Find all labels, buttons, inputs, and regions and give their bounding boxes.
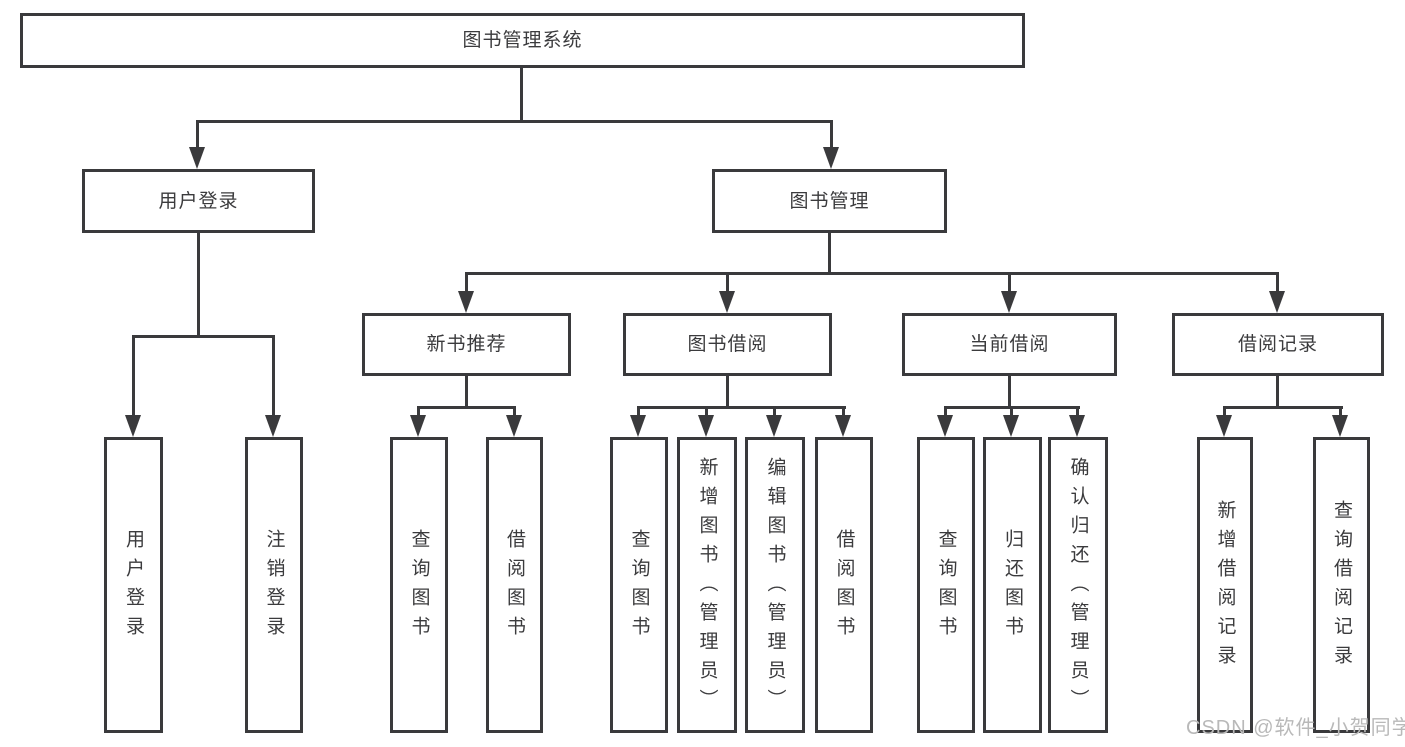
node-current-borrow: 当前借阅 bbox=[902, 313, 1117, 376]
leaf-records-add-record: 新增借阅记录 bbox=[1197, 437, 1253, 733]
connector-drop-book-mgmt bbox=[830, 120, 833, 150]
csdn-watermark: CSDN @软件_小贺同学 bbox=[1186, 717, 1405, 739]
leaf-recommend-borrow-books: 借阅图书 bbox=[486, 437, 543, 733]
arrowhead-book-mgmt-icon bbox=[823, 147, 839, 169]
node-book-management: 图书管理 bbox=[712, 169, 947, 233]
node-user-login: 用户登录 bbox=[82, 169, 315, 233]
connector-user-login-stem bbox=[197, 233, 200, 335]
arrowhead-leaf-user-login-icon bbox=[125, 415, 141, 437]
connector-drop-br-query bbox=[1339, 406, 1342, 419]
connector-root-split bbox=[196, 120, 833, 123]
arrowhead-leaf-logout-icon bbox=[265, 415, 281, 437]
leaf-current-return-books: 归还图书 bbox=[983, 437, 1042, 733]
leaf-borrow-borrow-books: 借阅图书 bbox=[815, 437, 873, 733]
connector-drop-rec-borrow bbox=[513, 406, 516, 419]
arrowhead-rec-query-icon bbox=[410, 415, 426, 437]
connector-borrow-records-split bbox=[1223, 406, 1343, 409]
connector-drop-cb-return bbox=[1010, 406, 1013, 419]
leaf-borrow-query-books: 查询图书 bbox=[610, 437, 668, 733]
connector-drop-cb-query bbox=[944, 406, 947, 419]
connector-root-stem bbox=[520, 68, 523, 120]
leaf-logout: 注销登录 bbox=[245, 437, 303, 733]
connector-user-login-split bbox=[132, 335, 275, 338]
connector-book-borrow-stem bbox=[726, 376, 729, 406]
leaf-current-confirm-return-admin: 确认归还（管理员） bbox=[1048, 437, 1108, 733]
arrowhead-bb-edit-icon bbox=[766, 415, 782, 437]
connector-drop-rec-query bbox=[417, 406, 420, 419]
connector-borrow-records-stem bbox=[1276, 376, 1279, 406]
connector-drop-book-borrow bbox=[726, 272, 729, 294]
arrowhead-cb-query-icon bbox=[937, 415, 953, 437]
connector-new-book-rec-stem bbox=[465, 376, 468, 406]
connector-drop-bb-edit bbox=[773, 406, 776, 419]
leaf-borrow-edit-books-admin: 编辑图书（管理员） bbox=[745, 437, 805, 733]
leaf-recommend-query-books: 查询图书 bbox=[390, 437, 448, 733]
arrowhead-book-borrow-icon bbox=[719, 291, 735, 313]
connector-drop-bb-add bbox=[705, 406, 708, 419]
leaf-user-login: 用户登录 bbox=[104, 437, 163, 733]
leaf-current-query-books: 查询图书 bbox=[917, 437, 975, 733]
connector-new-book-rec-split bbox=[417, 406, 516, 409]
connector-drop-borrow-records bbox=[1276, 272, 1279, 294]
connector-book-mgmt-stem bbox=[828, 233, 831, 272]
connector-drop-leaf-user-login bbox=[132, 335, 135, 417]
connector-drop-bb-borrow bbox=[842, 406, 845, 419]
connector-drop-new-book-rec bbox=[465, 272, 468, 294]
arrowhead-br-add-icon bbox=[1216, 415, 1232, 437]
connector-drop-bb-query bbox=[637, 406, 640, 419]
arrowhead-cb-return-icon bbox=[1003, 415, 1019, 437]
arrowhead-rec-borrow-icon bbox=[506, 415, 522, 437]
connector-drop-leaf-logout bbox=[272, 335, 275, 417]
arrowhead-br-query-icon bbox=[1332, 415, 1348, 437]
arrowhead-current-borrow-icon bbox=[1001, 291, 1017, 313]
arrowhead-bb-borrow-icon bbox=[835, 415, 851, 437]
connector-current-borrow-stem bbox=[1008, 376, 1011, 406]
leaf-records-query-record: 查询借阅记录 bbox=[1313, 437, 1370, 733]
node-new-book-recommend: 新书推荐 bbox=[362, 313, 571, 376]
arrowhead-new-book-rec-icon bbox=[458, 291, 474, 313]
arrowhead-user-login-icon bbox=[189, 147, 205, 169]
node-borrow-records: 借阅记录 bbox=[1172, 313, 1384, 376]
node-root: 图书管理系统 bbox=[20, 13, 1025, 68]
connector-book-borrow-split bbox=[637, 406, 846, 409]
arrowhead-bb-query-icon bbox=[630, 415, 646, 437]
connector-drop-br-add bbox=[1223, 406, 1226, 419]
connector-drop-cb-confirm bbox=[1076, 406, 1079, 419]
arrowhead-bb-add-icon bbox=[698, 415, 714, 437]
arrowhead-cb-confirm-icon bbox=[1069, 415, 1085, 437]
arrowhead-borrow-records-icon bbox=[1269, 291, 1285, 313]
leaf-borrow-add-books-admin: 新增图书（管理员） bbox=[677, 437, 737, 733]
connector-drop-current-borrow bbox=[1008, 272, 1011, 294]
node-book-borrow: 图书借阅 bbox=[623, 313, 832, 376]
connector-book-mgmt-split bbox=[465, 272, 1279, 275]
connector-drop-user-login bbox=[196, 120, 199, 150]
